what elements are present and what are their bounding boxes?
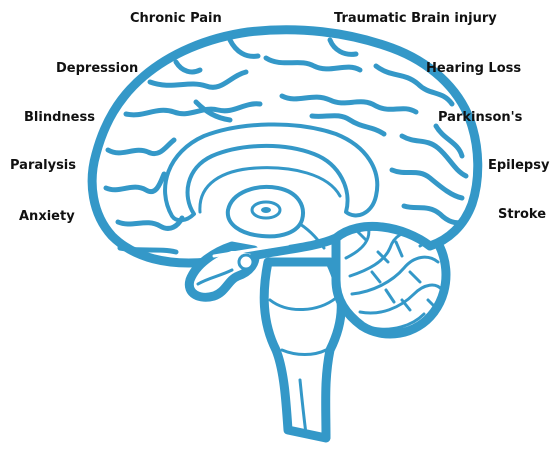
corpus-callosum xyxy=(163,122,380,223)
label-paralysis: Paralysis xyxy=(10,158,76,173)
label-stroke: Stroke xyxy=(498,207,547,222)
label-depression: Depression xyxy=(56,61,139,76)
label-anxiety: Anxiety xyxy=(19,209,75,224)
label-hearing-loss: Hearing Loss xyxy=(426,61,522,76)
cortex-folds xyxy=(103,37,469,255)
brainstem xyxy=(259,257,346,443)
label-traumatic-brain-injury: Traumatic Brain injury xyxy=(334,11,497,26)
label-epilepsy: Epilepsy xyxy=(488,158,550,173)
label-blindness: Blindness xyxy=(24,110,95,125)
hypothalamus xyxy=(184,222,326,302)
label-chronic-pain: Chronic Pain xyxy=(130,11,222,26)
thalamus xyxy=(225,185,305,239)
label-parkinsons: Parkinson's xyxy=(438,110,523,125)
